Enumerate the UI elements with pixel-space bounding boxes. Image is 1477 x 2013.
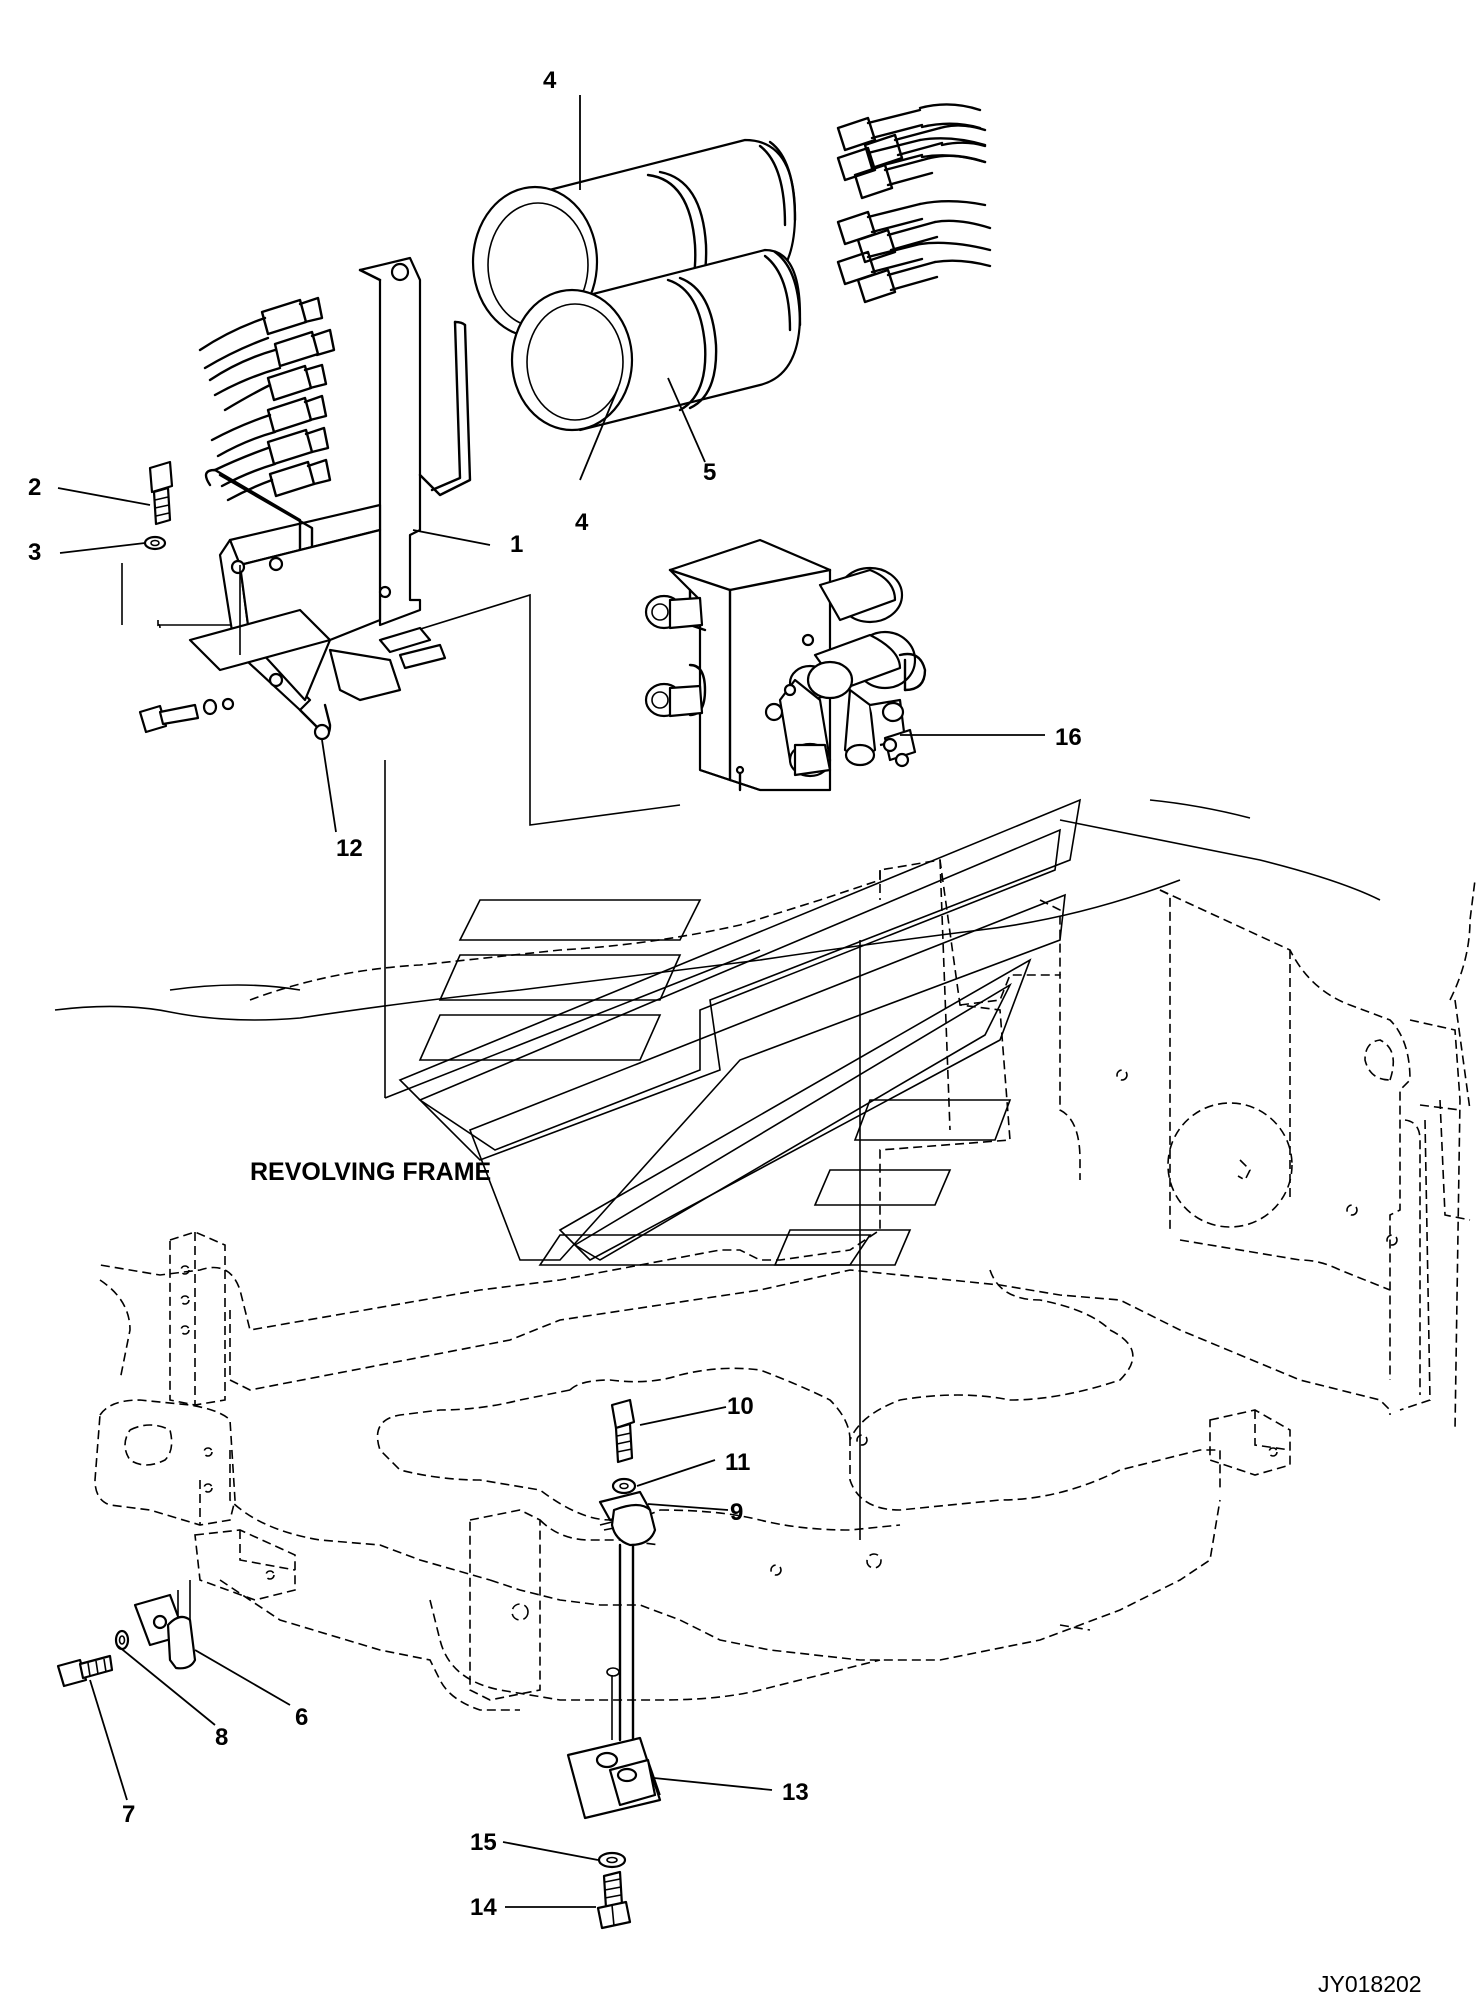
callout-16: 16 <box>1055 724 1082 751</box>
callout-5: 5 <box>703 459 716 486</box>
bracket-icon <box>188 256 472 741</box>
callout-10: 10 <box>727 1393 754 1420</box>
callout-9: 9 <box>730 1499 743 1526</box>
bolt-icon <box>56 1654 114 1688</box>
plate-icon <box>566 1736 662 1820</box>
bolt-icon <box>610 1398 636 1464</box>
washer-icon <box>611 1477 637 1495</box>
drawing-number: JY018202 <box>1318 1971 1422 1997</box>
bolt-icon <box>138 697 235 734</box>
valve-block-icon <box>644 538 927 792</box>
callout-12: 12 <box>336 835 363 862</box>
callout-11: 11 <box>725 1449 750 1476</box>
revolving-frame-label: REVOLVING FRAME <box>250 1158 491 1186</box>
revolving-frame-icon <box>54 799 1476 1711</box>
clamp-icon <box>133 1580 197 1670</box>
bolt-icon <box>148 460 174 526</box>
washer-icon <box>143 535 167 551</box>
callout-4-top: 4 <box>543 67 557 94</box>
callout-4-bottom: 4 <box>575 509 589 536</box>
hose-fitting-icon <box>836 103 992 304</box>
callout-6: 6 <box>295 1704 308 1731</box>
callout-14: 14 <box>470 1894 497 1921</box>
callout-13: 13 <box>782 1779 809 1806</box>
hose-fitting-icon <box>198 296 336 502</box>
accumulator-icon <box>510 248 802 432</box>
callout-8: 8 <box>215 1724 228 1751</box>
watermark-logo <box>398 798 1082 1266</box>
callout-leaders <box>57 95 1045 1908</box>
washer-icon <box>597 1851 627 1869</box>
callout-15: 15 <box>470 1829 497 1856</box>
callout-1: 1 <box>510 531 523 558</box>
callout-7: 7 <box>122 1801 135 1828</box>
clamp-icon <box>598 1490 657 1547</box>
callout-3: 3 <box>28 539 41 566</box>
callout-2: 2 <box>28 474 41 501</box>
bolt-icon <box>596 1870 632 1930</box>
